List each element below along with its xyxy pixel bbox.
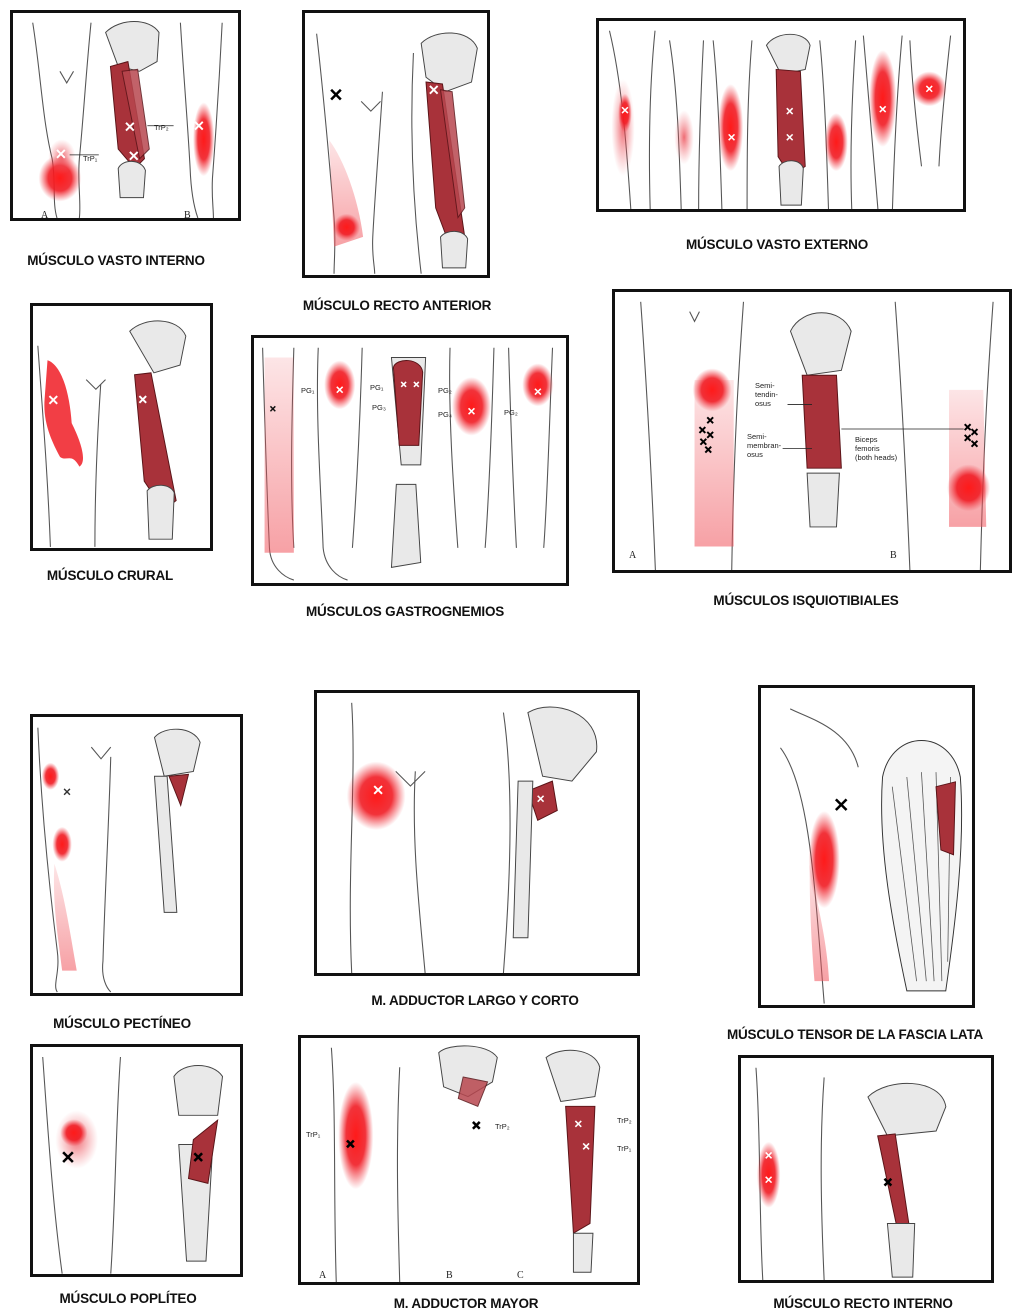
panel-popliteo: [30, 1044, 243, 1277]
label-semimembranosus: Semi- membran- osus: [747, 432, 781, 459]
label-b: B: [890, 550, 897, 561]
label-a: A: [319, 1270, 326, 1281]
label-c: C: [517, 1270, 524, 1281]
caption-isquiotibiales: MÚSCULOS ISQUIOTIBIALES: [676, 593, 936, 608]
label-semitendinosus: Semi- tendin- osus: [755, 381, 778, 408]
label-biceps-femoris: Biceps femoris (both heads): [855, 435, 897, 462]
caption-recto-interno: MÚSCULO RECTO INTERNO: [733, 1296, 993, 1311]
label-trp1: TrP₁: [306, 1130, 320, 1139]
label-b: B: [184, 210, 191, 221]
label-a: A: [629, 550, 636, 561]
label-trp1-b: TrP₁: [617, 1144, 631, 1153]
caption-popliteo: MÚSCULO POPLÍTEO: [28, 1291, 228, 1306]
pectineo-illustration: [33, 717, 240, 993]
label-trp2: TrP₂: [154, 123, 169, 132]
trigger-point-marker: [836, 799, 847, 810]
label-b: B: [446, 1270, 453, 1281]
adductor-mayor-illustration: [301, 1038, 637, 1282]
crural-illustration: [33, 306, 210, 548]
panel-adductor-largo: [314, 690, 640, 976]
caption-tensor-fascia: MÚSCULO TENSOR DE LA FASCIA LATA: [696, 1027, 1014, 1042]
label-trp2: TrP₂: [495, 1122, 510, 1131]
caption-adductor-largo: M. ADDUCTOR LARGO Y CORTO: [320, 993, 630, 1008]
label-pg2-a: PG₂: [438, 386, 452, 395]
caption-crural: MÚSCULO CRURAL: [20, 568, 200, 583]
panel-crural: [30, 303, 213, 551]
popliteo-illustration: [33, 1047, 240, 1274]
caption-adductor-mayor: M. ADDUCTOR MAYOR: [330, 1296, 602, 1311]
panel-gastrognemios: PG₁ PG₁ PG₃ PG₂ PG₄ PG₂: [251, 335, 569, 586]
vasto-interno-illustration: [13, 13, 238, 218]
recto-anterior-illustration: [305, 13, 487, 275]
label-trp2-b: TrP₂: [617, 1116, 632, 1125]
isquiotibiales-illustration: [615, 292, 1009, 570]
caption-pectineo: MÚSCULO PECTÍNEO: [22, 1016, 222, 1031]
label-a: A: [41, 210, 48, 221]
panel-isquiotibiales: Semi- tendin- osus Semi- membran- osus B…: [612, 289, 1012, 573]
panel-vasto-externo: [596, 18, 966, 212]
adductor-largo-illustration: [317, 693, 637, 973]
label-pg2-b: PG₂: [504, 408, 518, 417]
panel-recto-interno: [738, 1055, 994, 1283]
label-trp1: TrP₁: [83, 154, 97, 163]
label-pg4: PG₄: [438, 410, 452, 419]
gastrognemios-illustration: [254, 338, 566, 583]
label-pg3: PG₃: [372, 403, 386, 412]
panel-tensor-fascia: [758, 685, 975, 1008]
panel-recto-anterior: [302, 10, 490, 278]
panel-adductor-mayor: TrP₁ TrP₂ TrP₂ TrP₁ A B C: [298, 1035, 640, 1285]
panel-pectineo: [30, 714, 243, 996]
caption-vasto-externo: MÚSCULO VASTO EXTERNO: [664, 237, 890, 252]
caption-recto-anterior: MÚSCULO RECTO ANTERIOR: [284, 298, 510, 313]
recto-interno-illustration: [741, 1058, 991, 1280]
caption-gastrognemios: MÚSCULOS GASTROGNEMIOS: [280, 604, 530, 619]
vasto-externo-illustration: [599, 21, 963, 209]
caption-vasto-interno: MÚSCULO VASTO INTERNO: [0, 253, 232, 268]
trigger-point-marker: [473, 1122, 480, 1129]
trigger-point-marker: [331, 90, 341, 100]
panel-vasto-interno: A B TrP₁ TrP₂: [10, 10, 241, 221]
tensor-fascia-illustration: [761, 688, 972, 1005]
label-pg1-a: PG₁: [301, 386, 314, 395]
label-pg1-b: PG₁: [370, 383, 383, 392]
